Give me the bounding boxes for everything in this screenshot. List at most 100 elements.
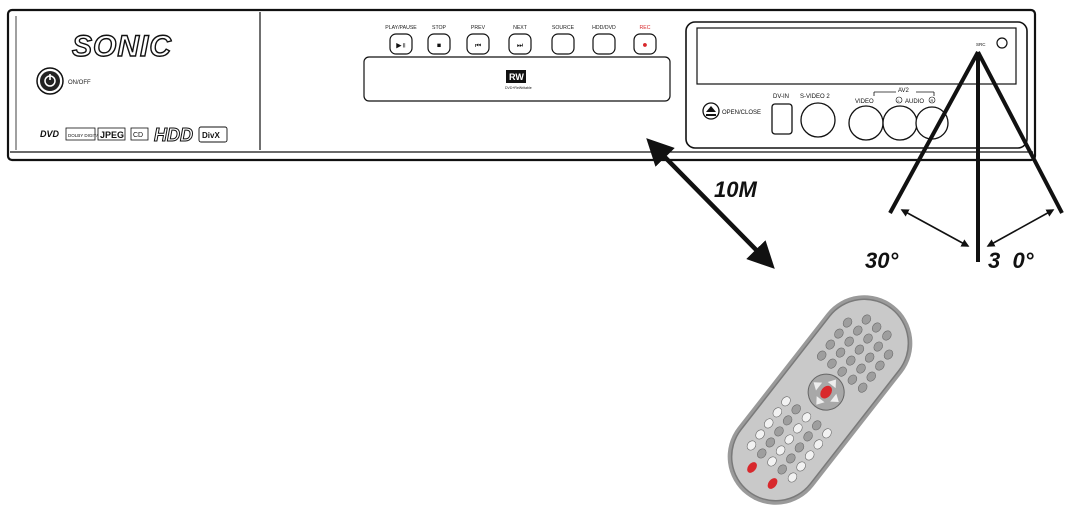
ir-sensor-window [996,37,1008,49]
remote-keypad [745,313,894,484]
transport-button-4[interactable] [551,33,575,55]
open-close-label: OPEN/CLOSE [722,110,761,116]
remote-key[interactable] [841,316,853,329]
remote-key[interactable] [783,433,795,446]
logo-dvd: DVD [40,129,60,139]
remote-key[interactable] [795,460,807,473]
right-marker-icon [928,96,936,104]
remote-key[interactable] [821,427,833,440]
remote-key[interactable] [793,441,805,454]
rw-caption: DVD+ReWritable [505,86,532,90]
power-button[interactable] [36,67,64,95]
remote-key[interactable] [810,419,822,432]
power-label: ON/OFF [68,80,91,86]
format-logos: DVD DOLBY DIGITAL JPEG CD HDD DivX [40,125,228,146]
remote-key[interactable] [855,362,867,375]
audio-label: AUDIO [905,99,924,105]
remote-key[interactable] [776,463,788,476]
remote-key[interactable] [853,343,865,356]
remote-key[interactable] [771,406,783,419]
remote-key[interactable] [881,329,893,342]
remote-control [727,295,913,505]
transport-icon-2: ⏮ [475,43,481,50]
dv-in-port[interactable] [771,103,793,135]
rw-logo: RW [509,72,524,82]
angle-right-label: 3 0° [988,248,1034,273]
remote-key[interactable] [874,359,886,372]
remote-key[interactable] [882,348,894,361]
remote-ok-button[interactable] [818,384,834,401]
transport-label-5: HDD/DVD [592,25,616,31]
transport-button-6[interactable] [633,33,657,55]
remote-key[interactable] [764,436,776,449]
transport-icon-0: ▶॥ [396,43,406,50]
logo-jpeg: JPEG [100,130,124,140]
brand-logo: SONIC [72,30,172,63]
remote-key[interactable] [872,340,884,353]
remote-key[interactable] [812,438,824,451]
remote-key[interactable] [780,395,792,408]
remote-key[interactable] [803,449,815,462]
remote-key[interactable] [870,321,882,334]
video-label: VIDEO [855,99,874,105]
remote-key[interactable] [862,332,874,345]
remote-key[interactable] [834,346,846,359]
remote-red-button[interactable] [766,476,780,490]
transport-button-3[interactable] [508,33,532,55]
video-jack[interactable] [848,105,884,141]
remote-key[interactable] [790,403,802,416]
logo-divx: DivX [202,131,220,140]
ir-angle-lines [888,51,1064,262]
transport-icon-3: ⏭ [517,43,524,50]
remote-key[interactable] [856,381,868,394]
remote-key[interactable] [754,428,766,441]
open-close-button[interactable] [702,102,720,120]
remote-key[interactable] [860,313,872,326]
remote-key[interactable] [852,324,864,337]
transport-label-3: NEXT [513,25,528,31]
distance-arrow [646,138,775,269]
remote-key[interactable] [863,351,875,364]
transport-button-2[interactable] [466,33,490,55]
logo-dolby: DOLBY DIGITAL [68,133,102,138]
transport-label-1: STOP [432,25,447,31]
transport-button-0[interactable] [389,33,413,55]
remote-key[interactable] [786,471,798,484]
remote-key[interactable] [781,414,793,427]
remote-key[interactable] [843,335,855,348]
remote-key[interactable] [815,349,827,362]
remote-key[interactable] [785,452,797,465]
remote-key[interactable] [762,417,774,430]
left-marker: L [898,98,901,103]
s-video-jack[interactable] [800,102,836,138]
transport-button-1[interactable] [427,33,451,55]
remote-key[interactable] [792,422,804,435]
logo-cd: CD [133,132,143,139]
remote-key[interactable] [745,439,757,452]
audio-left-jack[interactable] [882,105,918,141]
remote-key[interactable] [800,411,812,424]
remote-key[interactable] [846,373,858,386]
left-marker-icon [895,96,903,104]
transport-label-2: PREV [471,25,486,31]
remote-key[interactable] [836,365,848,378]
angle-arrow-left [900,209,970,247]
av2-bracket [873,86,935,96]
remote-key[interactable] [756,447,768,460]
remote-key[interactable] [766,455,778,468]
remote-key[interactable] [824,338,836,351]
remote-key[interactable] [865,370,877,383]
remote-power-button[interactable] [745,460,759,474]
remote-key[interactable] [845,354,857,367]
remote-key[interactable] [833,327,845,340]
remote-key[interactable] [802,430,814,443]
s-video-label: S-VIDEO 2 [800,94,830,100]
logo-hdd: HDD [154,125,193,145]
remote-key[interactable] [774,444,786,457]
remote-key[interactable] [773,425,785,438]
remote-key[interactable] [826,357,838,370]
transport-icon-1: ■ [437,43,441,50]
transport-button-5[interactable] [592,33,616,55]
